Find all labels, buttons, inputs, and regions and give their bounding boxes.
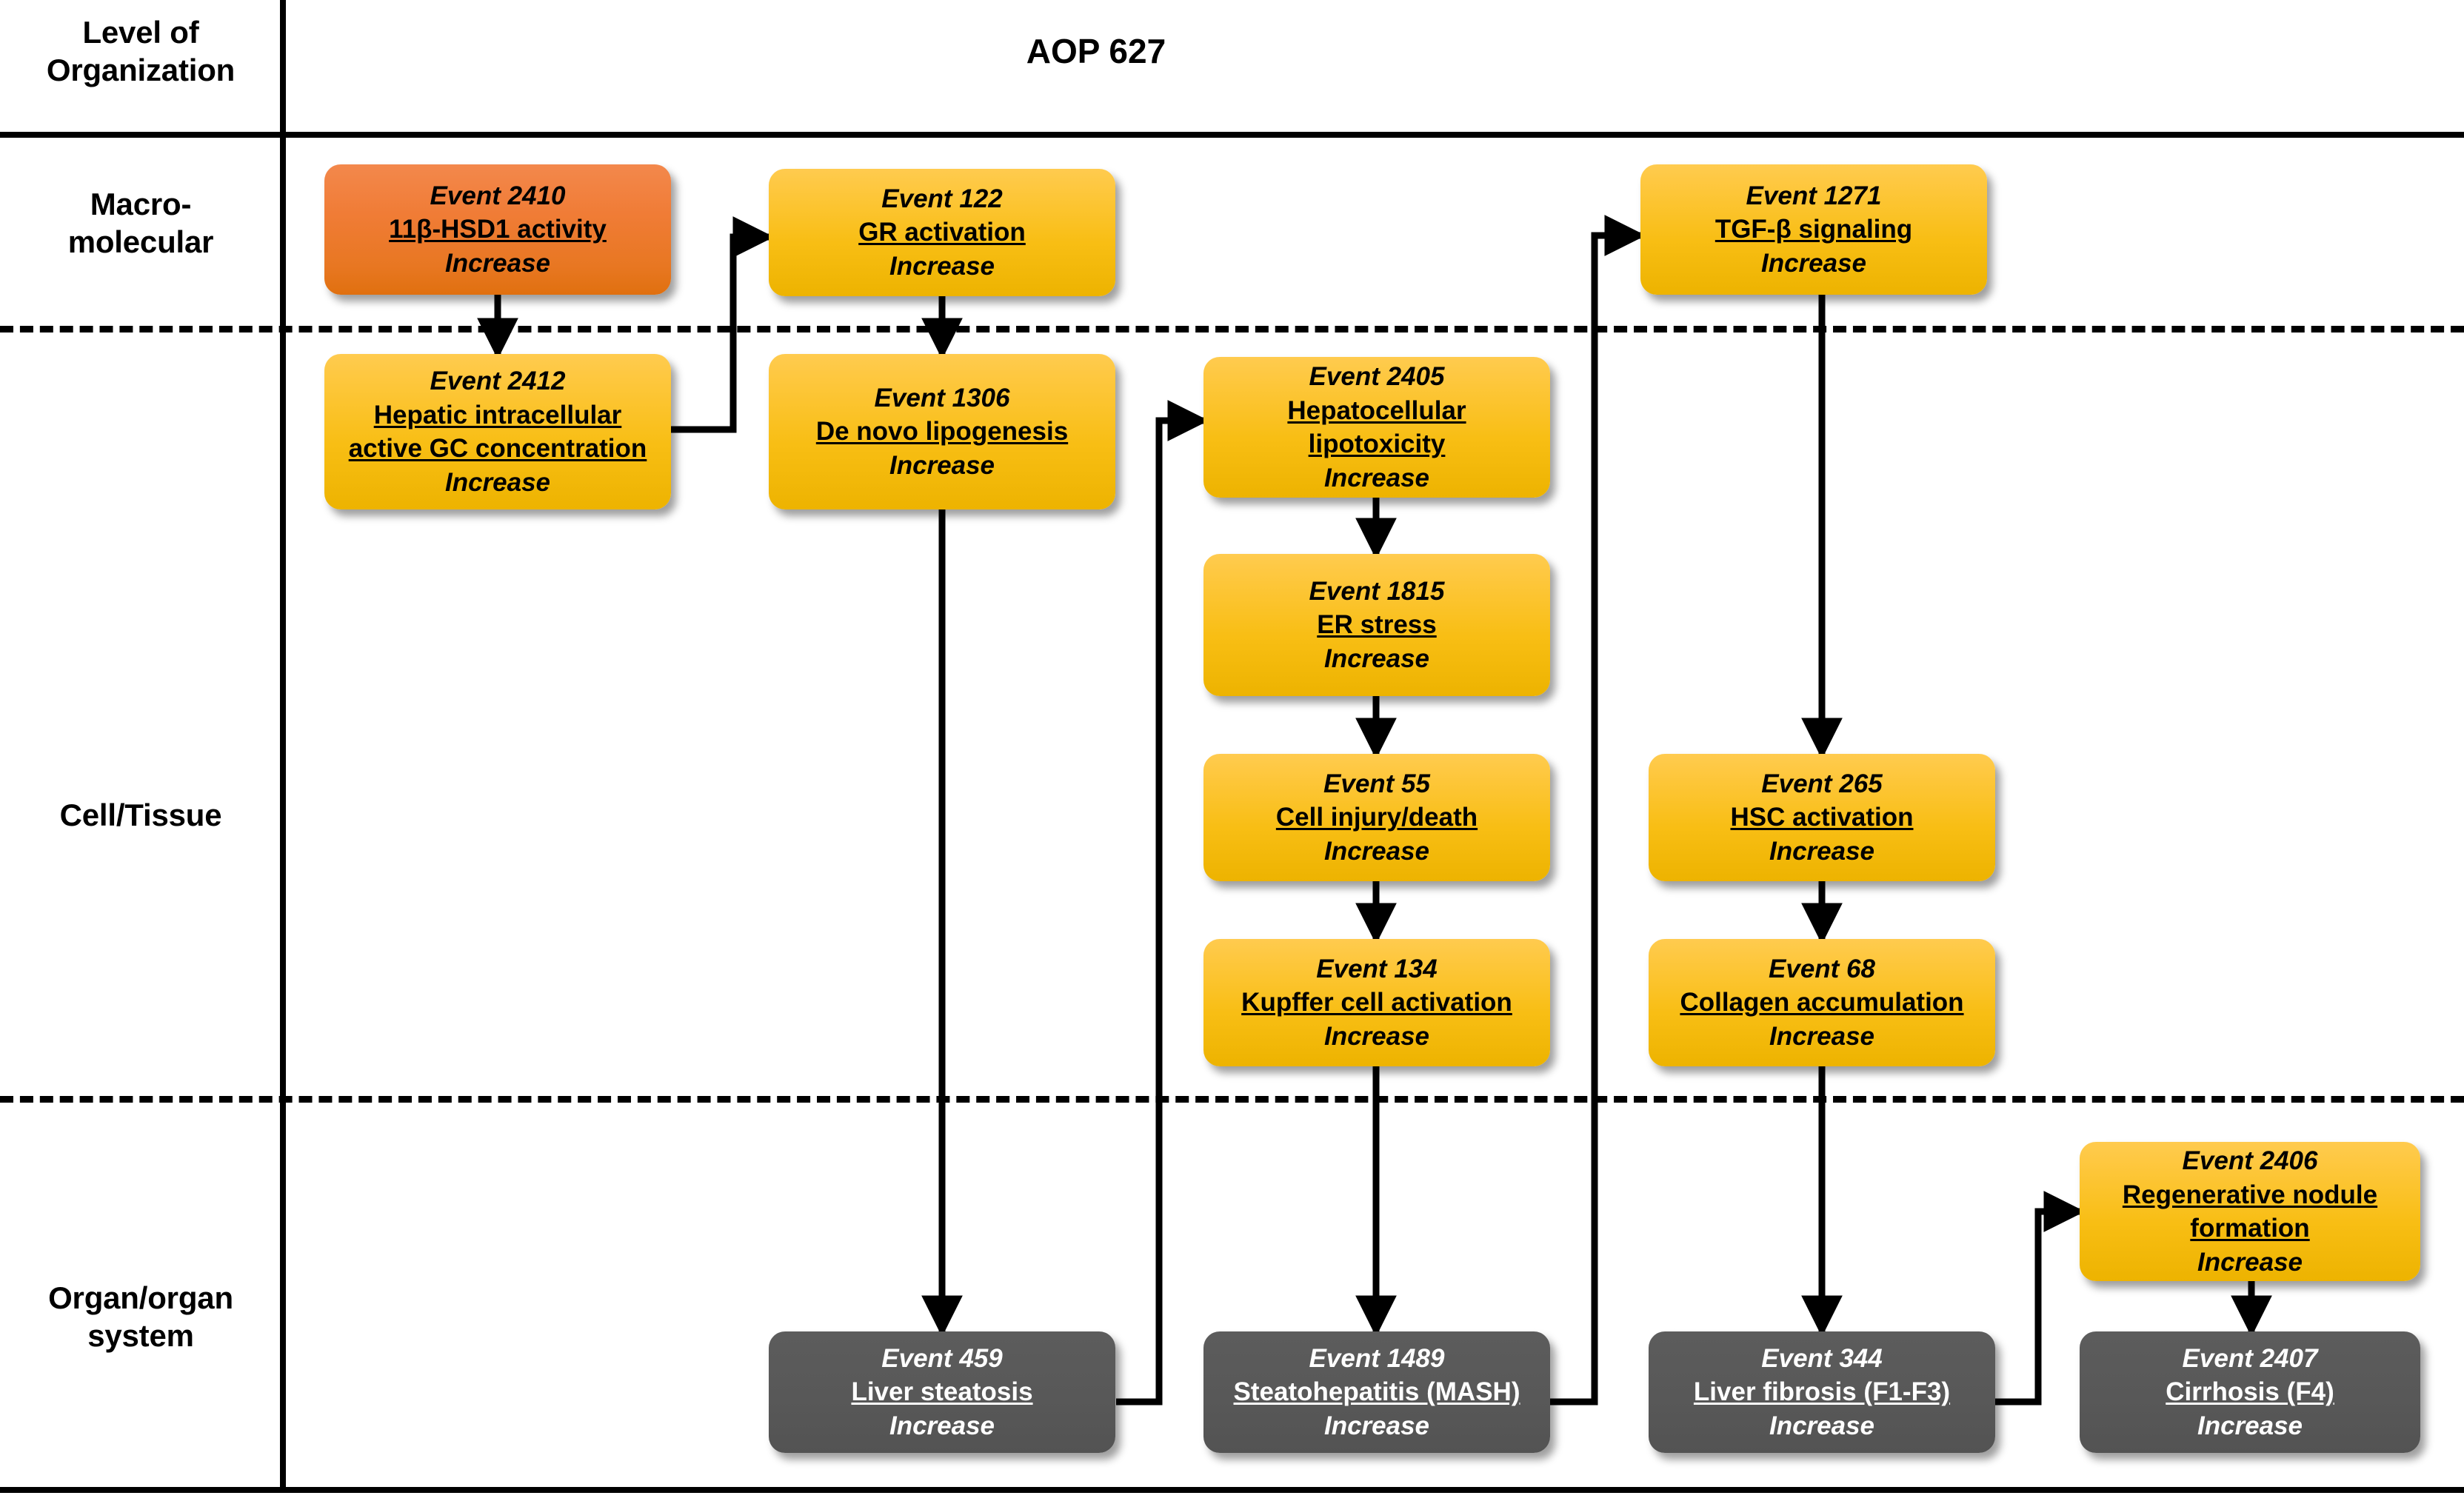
event-id-label: Event 2406 bbox=[2182, 1146, 2318, 1175]
event-box-e2412[interactable]: Event 2412 Hepatic intracellular active … bbox=[324, 354, 671, 509]
edge-e459-e2405 bbox=[1116, 400, 1209, 1406]
event-name-label: Liver steatosis bbox=[851, 1377, 1033, 1407]
edge-e2412-e122 bbox=[670, 216, 775, 433]
axis-level-cell-tissue: Cell/Tissue bbox=[59, 798, 222, 832]
event-direction-label: Increase bbox=[1323, 1021, 1430, 1051]
event-name-label: Cirrhosis (F4) bbox=[2166, 1377, 2334, 1407]
event-box-e265[interactable]: Event 265 HSC activation Increase bbox=[1649, 754, 1995, 881]
event-name-label: De novo lipogenesis bbox=[815, 417, 1069, 447]
event-direction-label: Increase bbox=[1760, 248, 1867, 278]
event-name-label: Kupffer cell activation bbox=[1241, 988, 1512, 1017]
event-box-e55[interactable]: Event 55 Cell injury/death Increase bbox=[1203, 754, 1550, 881]
divider-macromolecular-cell bbox=[0, 326, 2464, 332]
event-name-label: Steatohepatitis (MASH) bbox=[1233, 1377, 1520, 1407]
event-name-line-2: active GC concentration bbox=[348, 434, 647, 463]
event-id-label: Event 2405 bbox=[1309, 362, 1445, 391]
event-box-e122[interactable]: Event 122 GR activation Increase bbox=[769, 169, 1115, 296]
divider-header-rule bbox=[0, 132, 2464, 138]
event-name-label: Cell injury/death bbox=[1275, 803, 1478, 832]
event-id-label: Event 1271 bbox=[1746, 181, 1882, 210]
event-id-label: Event 344 bbox=[1761, 1343, 1883, 1373]
event-box-e344[interactable]: Event 344 Liver fibrosis (F1-F3) Increas… bbox=[1649, 1331, 1995, 1453]
event-name-label: GR activation bbox=[858, 218, 1026, 247]
edge-e1489-e1271 bbox=[1549, 215, 1646, 1406]
event-name-line-2: formation bbox=[2190, 1214, 2310, 1243]
event-name-label: Liver fibrosis (F1-F3) bbox=[1693, 1377, 1951, 1407]
event-direction-label: Increase bbox=[2197, 1411, 2303, 1440]
event-id-label: Event 1489 bbox=[1309, 1343, 1445, 1373]
event-id-label: Event 1306 bbox=[874, 383, 1010, 412]
event-id-label: Event 2410 bbox=[430, 181, 566, 210]
event-id-label: Event 122 bbox=[881, 184, 1003, 213]
event-direction-label: Increase bbox=[889, 450, 995, 480]
edge-e344-e2406 bbox=[1994, 1191, 2086, 1406]
event-box-e2407[interactable]: Event 2407 Cirrhosis (F4) Increase bbox=[2080, 1331, 2420, 1453]
event-box-e1489[interactable]: Event 1489 Steatohepatitis (MASH) Increa… bbox=[1203, 1331, 1550, 1453]
event-name-label: 11β-HSD1 activity bbox=[389, 215, 607, 244]
event-direction-label: Increase bbox=[1323, 1411, 1430, 1440]
event-direction-label: Increase bbox=[889, 251, 995, 281]
event-name-label: ER stress bbox=[1317, 610, 1437, 640]
event-direction-label: Increase bbox=[1323, 463, 1430, 492]
event-direction-label: Increase bbox=[444, 248, 551, 278]
event-id-label: Event 265 bbox=[1761, 769, 1883, 798]
event-direction-label: Increase bbox=[1769, 1411, 1875, 1440]
event-direction-label: Increase bbox=[1323, 644, 1430, 673]
event-name-label: HSC activation bbox=[1730, 803, 1914, 832]
event-direction-label: Increase bbox=[444, 467, 551, 497]
event-id-label: Event 2407 bbox=[2182, 1343, 2318, 1373]
event-name-line-1: Hepatocellular bbox=[1287, 395, 1466, 425]
event-box-e2410[interactable]: Event 2410 11β-HSD1 activity Increase bbox=[324, 164, 671, 295]
event-box-e2406[interactable]: Event 2406 Regenerative nodule formation… bbox=[2080, 1142, 2420, 1281]
divider-cell-organ bbox=[0, 1096, 2464, 1103]
event-box-e2405[interactable]: Event 2405 Hepatocellular lipotoxicity I… bbox=[1203, 357, 1550, 498]
axis-level-macromolecular: Macro-molecular bbox=[67, 187, 214, 260]
event-box-e1306[interactable]: Event 1306 De novo lipogenesis Increase bbox=[769, 354, 1115, 509]
event-box-e1271[interactable]: Event 1271 TGF-β signaling Increase bbox=[1640, 164, 1987, 295]
event-id-label: Event 55 bbox=[1323, 769, 1430, 798]
event-direction-label: Increase bbox=[1323, 836, 1430, 866]
event-direction-label: Increase bbox=[1769, 836, 1875, 866]
event-id-label: Event 68 bbox=[1769, 954, 1875, 983]
divider-bottom-rule bbox=[0, 1487, 2464, 1493]
event-box-e134[interactable]: Event 134 Kupffer cell activation Increa… bbox=[1203, 939, 1550, 1066]
event-id-label: Event 134 bbox=[1316, 954, 1438, 983]
event-name-label: Collagen accumulation bbox=[1680, 988, 1964, 1017]
event-id-label: Event 1815 bbox=[1309, 576, 1445, 606]
event-direction-label: Increase bbox=[889, 1411, 995, 1440]
page-title: AOP 627 bbox=[1026, 32, 1166, 70]
event-id-label: Event 459 bbox=[881, 1343, 1003, 1373]
divider-axis-column bbox=[280, 0, 286, 1490]
event-name-line-1: Hepatic intracellular bbox=[373, 400, 622, 430]
event-name-label: TGF-β signaling bbox=[1715, 215, 1913, 244]
event-name-line-2: lipotoxicity bbox=[1308, 430, 1446, 458]
event-box-e68[interactable]: Event 68 Collagen accumulation Increase bbox=[1649, 939, 1995, 1066]
event-direction-label: Increase bbox=[1769, 1021, 1875, 1051]
event-direction-label: Increase bbox=[2197, 1247, 2303, 1277]
event-box-e459[interactable]: Event 459 Liver steatosis Increase bbox=[769, 1331, 1115, 1453]
event-name-line-1: Regenerative nodule bbox=[2122, 1180, 2378, 1209]
event-id-label: Event 2412 bbox=[430, 367, 566, 395]
event-box-e1815[interactable]: Event 1815 ER stress Increase bbox=[1203, 554, 1550, 696]
